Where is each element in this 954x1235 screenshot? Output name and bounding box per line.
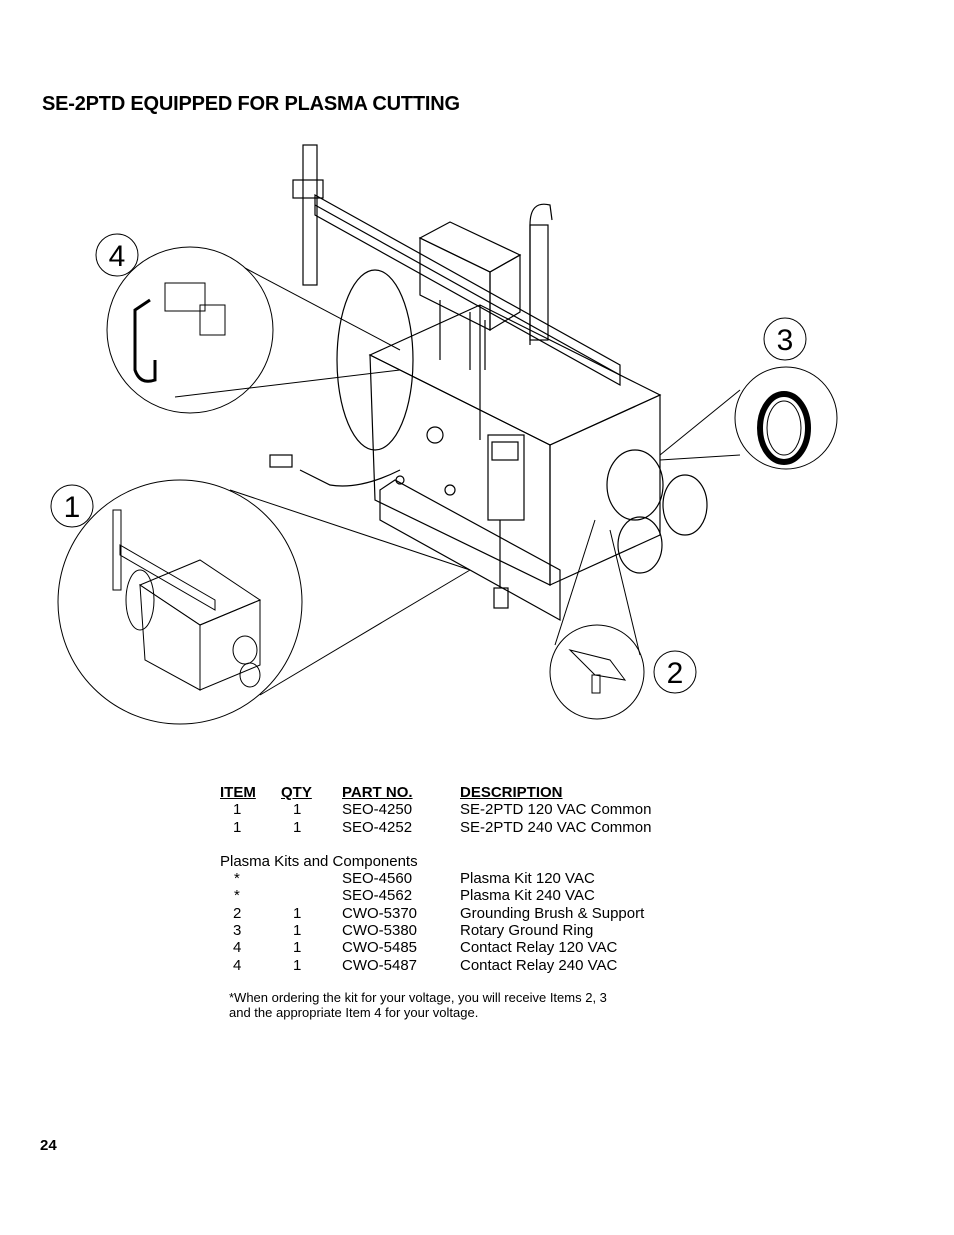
- table-row: 1 1 SEO-4250 SE-2PTD 120 VAC Common: [220, 801, 651, 818]
- table-row: * SEO-4562 Plasma Kit 240 VAC: [220, 887, 651, 904]
- callout-4-badge: [95, 233, 139, 277]
- cell-item: 4: [233, 939, 242, 957]
- cell-item: 3: [233, 922, 242, 940]
- cell-description: Plasma Kit 240 VAC: [460, 887, 595, 905]
- table-row: * SEO-4560 Plasma Kit 120 VAC: [220, 870, 651, 887]
- kits-title: Plasma Kits and Components: [220, 852, 418, 870]
- cell-qty: 1: [293, 818, 302, 836]
- cell-description: SE-2PTD 240 VAC Common: [460, 818, 652, 836]
- parts-table: ITEM QTY PART NO. DESCRIPTION 1 1 SEO-42…: [220, 784, 651, 974]
- cell-description: Grounding Brush & Support: [460, 904, 645, 922]
- cell-part-no: SEO-4252: [342, 818, 413, 836]
- parts-table-header: ITEM QTY PART NO. DESCRIPTION: [220, 784, 651, 801]
- header-qty: QTY: [281, 784, 312, 801]
- cell-qty: [281, 887, 342, 904]
- cell-qty: 1: [293, 904, 302, 922]
- cell-item: *: [234, 887, 240, 905]
- cell-part-no: CWO-5380: [342, 922, 418, 940]
- page-title: SE-2PTD EQUIPPED FOR PLASMA CUTTING: [42, 93, 460, 115]
- cell-item: 1: [233, 818, 242, 836]
- table-spacer: [220, 836, 651, 853]
- cell-part-no: CWO-5370: [342, 904, 418, 922]
- cell-qty: 1: [293, 922, 302, 940]
- cell-part-no: SEO-4562: [342, 887, 413, 905]
- footnote-line-1: *When ordering the kit for your voltage,…: [229, 990, 607, 1005]
- cell-item: 4: [233, 956, 242, 974]
- cell-description: Contact Relay 120 VAC: [460, 939, 618, 957]
- footnote: *When ordering the kit for your voltage,…: [229, 990, 607, 1020]
- cell-qty: 1: [293, 956, 302, 974]
- cell-part-no: CWO-5485: [342, 939, 418, 957]
- cell-description: Rotary Ground Ring: [460, 922, 594, 940]
- callout-4-label: 4: [109, 240, 126, 273]
- table-row: 4 1 CWO-5485 Contact Relay 120 VAC: [220, 939, 651, 956]
- cell-qty: 1: [293, 801, 302, 819]
- callout-3-label: 3: [777, 324, 794, 357]
- cell-part-no: SEO-4560: [342, 870, 413, 888]
- cell-item: 1: [233, 801, 242, 819]
- header-description: DESCRIPTION: [460, 784, 563, 801]
- callout-1-badge: [50, 484, 94, 528]
- callout-2-badge: [653, 650, 697, 694]
- callout-3-badge: [763, 317, 807, 361]
- cell-item: 2: [233, 904, 242, 922]
- cell-part-no: SEO-4250: [342, 801, 413, 819]
- table-row: 1 1 SEO-4252 SE-2PTD 240 VAC Common: [220, 819, 651, 836]
- header-item: ITEM: [220, 784, 256, 801]
- table-row: 4 1 CWO-5487 Contact Relay 240 VAC: [220, 957, 651, 974]
- exploded-assembly-drawing: 4 3 1 2: [50, 144, 838, 725]
- table-row: 2 1 CWO-5370 Grounding Brush & Support: [220, 905, 651, 922]
- callout-1-label: 1: [64, 491, 81, 524]
- cell-part-no: CWO-5487: [342, 956, 418, 974]
- callout-2-label: 2: [667, 657, 684, 690]
- table-row: 3 1 CWO-5380 Rotary Ground Ring: [220, 922, 651, 939]
- page-number: 24: [40, 1137, 57, 1154]
- cell-description: Plasma Kit 120 VAC: [460, 870, 595, 888]
- kits-section-header: Plasma Kits and Components: [220, 853, 651, 870]
- cell-description: Contact Relay 240 VAC: [460, 956, 618, 974]
- cell-description: SE-2PTD 120 VAC Common: [460, 801, 652, 819]
- cell-item: *: [234, 870, 240, 888]
- header-part-no: PART NO.: [342, 784, 413, 801]
- footnote-line-2: and the appropriate Item 4 for your volt…: [229, 1005, 479, 1020]
- cell-qty: 1: [293, 939, 302, 957]
- cell-qty: [281, 870, 342, 887]
